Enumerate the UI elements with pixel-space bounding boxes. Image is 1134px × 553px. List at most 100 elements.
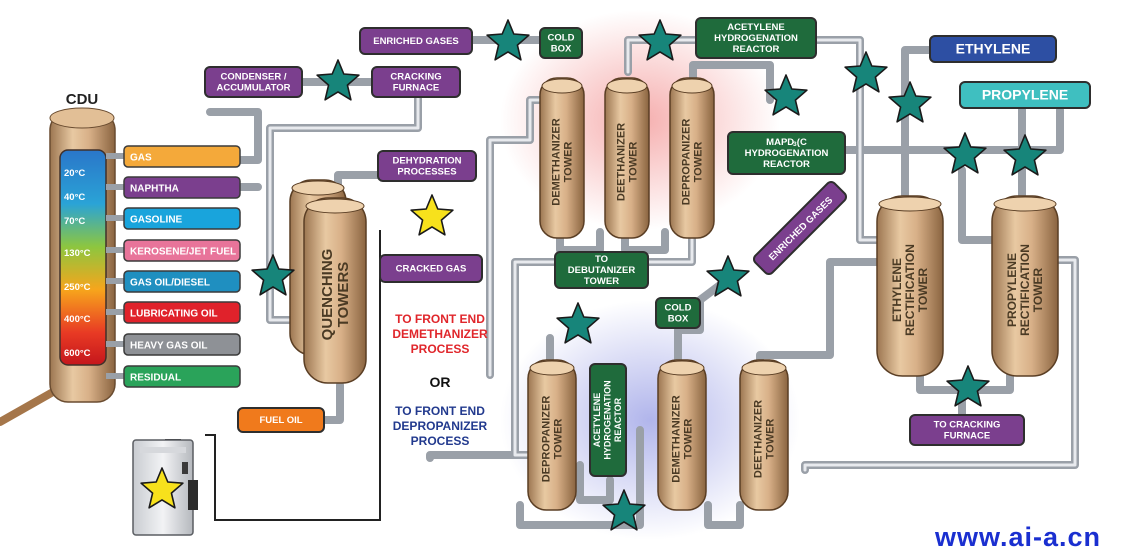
cdu-temp-2: 70°C bbox=[64, 216, 85, 227]
analyzer-star-12 bbox=[946, 365, 990, 407]
cold-box-top-text-1: BOX bbox=[551, 44, 572, 55]
cold-box-top-text-0: COLD bbox=[548, 33, 575, 44]
cracked-gas-box: CRACKED GAS bbox=[379, 254, 483, 283]
acetylene-reactor-top-box-text-2: REACTOR bbox=[733, 44, 780, 55]
cdu-product-box bbox=[123, 145, 241, 168]
towers: QUENCHINGTOWERSQUENCHINGTOWERSDEMETHANIZ… bbox=[289, 77, 1059, 511]
acetylene-reactor-top-box-text-1: HYDROGENATION bbox=[714, 33, 798, 44]
enriched-gases-top-box: ENRICHED GASES bbox=[359, 27, 473, 55]
cdu-product-box bbox=[123, 270, 241, 293]
cdu-product-box bbox=[123, 176, 241, 199]
ethylene-product-box: ETHYLENE bbox=[929, 35, 1057, 63]
analyzer-star-11 bbox=[602, 489, 646, 531]
route-depropanizer-line1: TO FRONT END bbox=[395, 404, 485, 418]
analyzer-device-star bbox=[140, 467, 184, 509]
depropanizer-tower-top-label-1: TOWER bbox=[693, 142, 705, 183]
depropanizer-tower-bottom-label-0: DEPROPANIZER bbox=[541, 396, 553, 483]
cdu-product-label: GAS OIL/DIESEL bbox=[130, 278, 210, 289]
condenser-accumulator-box-text-0: CONDENSER / bbox=[221, 72, 287, 83]
demethanizer-tower-top-label-1: TOWER bbox=[563, 142, 575, 183]
cdu-product-label: HEAVY GAS OIL bbox=[130, 341, 207, 352]
mapd-reactor-box-text-0: MAPD (C bbox=[766, 137, 807, 148]
depropanizer-tower-top-label-0: DEPROPANIZER bbox=[681, 119, 693, 206]
to-debutanizer-box-text-0: TO bbox=[595, 254, 608, 265]
front-end-routes: TO FRONT END DEMETHANIZER PROCESS OR TO … bbox=[392, 312, 488, 448]
cracking-furnace-box-text-1: FURNACE bbox=[393, 83, 439, 94]
route-depropanizer-line3: PROCESS bbox=[411, 434, 470, 448]
enriched-gases-top-box-text-0: ENRICHED GASES bbox=[373, 36, 459, 47]
cdu-product-label: RESIDUAL bbox=[130, 373, 181, 384]
acetylene-reactor-vertical-text-0: ACETYLENE bbox=[592, 393, 602, 448]
ethylene-product-box-text-0: ETHYLENE bbox=[956, 41, 1031, 57]
analyzer-star-1 bbox=[486, 19, 530, 61]
analyzer-star-2 bbox=[638, 19, 682, 61]
dehydration-processes-box-text-0: DEHYDRATION bbox=[393, 156, 462, 167]
cracked-gas-box-text-0: CRACKED GAS bbox=[396, 264, 467, 275]
acetylene-reactor-vertical-text-2: REACTOR bbox=[613, 397, 623, 442]
cold-box-bottom-text-1: BOX bbox=[668, 314, 689, 325]
deethanizer-tower-bottom-label-0: DEETHANIZER bbox=[753, 400, 765, 478]
cdu-product-box bbox=[123, 239, 241, 262]
cdu-product-box bbox=[123, 207, 241, 230]
ethylene-rectification-tower-label-2: TOWER bbox=[916, 267, 930, 312]
cdu-product-label: LUBRICATING OIL bbox=[130, 309, 218, 320]
fuel-oil-box: FUEL OIL bbox=[237, 407, 325, 433]
acetylene-reactor-top-box-text-0: ACETYLENE bbox=[727, 22, 785, 33]
mapd-reactor-box-text-2: REACTOR bbox=[763, 159, 810, 170]
propylene-rectification-tower-label-0: PROPYLENE bbox=[1005, 253, 1019, 327]
route-depropanizer-line2: DEPROPANIZER bbox=[393, 419, 488, 433]
to-cracking-furnace-box-text-0: TO CRACKING bbox=[934, 420, 1001, 431]
cdu-temp-4: 250°C bbox=[64, 282, 91, 293]
demethanizer-tower-bottom-label-0: DEMETHANIZER bbox=[671, 395, 683, 482]
analyzer-star-7 bbox=[1003, 134, 1047, 176]
to-debutanizer-box-text-2: TOWER bbox=[584, 276, 619, 287]
quenching-tower-label-0: QUENCHING bbox=[319, 249, 336, 341]
ethylene-rectification-tower-label-1: RECTIFICATION bbox=[903, 244, 917, 336]
cracking-furnace-box-text-0: CRACKING bbox=[390, 72, 441, 83]
ethylene-rectification-tower-label-0: ETHYLENE bbox=[890, 258, 904, 322]
cold-box-bottom-text-0: COLD bbox=[665, 303, 692, 314]
cdu-temp-0: 20°C bbox=[64, 168, 85, 179]
cdu-title: CDU bbox=[66, 91, 99, 108]
enriched-gases-diag-text: ENRICHED GASES bbox=[767, 195, 835, 263]
demethanizer-tower-top-label-0: DEMETHANIZER bbox=[551, 118, 563, 205]
cdu-temp-5: 400°C bbox=[64, 314, 91, 325]
route-demethanizer-line2: DEMETHANIZER bbox=[392, 327, 488, 341]
mapd-subscript: 3 bbox=[793, 141, 797, 148]
analyzer-star-3 bbox=[764, 74, 808, 116]
route-demethanizer-line1: TO FRONT END bbox=[395, 312, 485, 326]
dehydration-processes-box-text-1: PROCESSES bbox=[397, 167, 456, 178]
analyzer-star-8 bbox=[251, 254, 295, 296]
cdu-temp-3: 130°C bbox=[64, 248, 91, 259]
cdu-product-label: GAS bbox=[130, 153, 152, 164]
deethanizer-tower-bottom-label-1: TOWER bbox=[765, 419, 777, 460]
cdu-product-label: KEROSENE/JET FUEL bbox=[130, 247, 236, 258]
cdu-product-box bbox=[123, 333, 241, 356]
route-or: OR bbox=[430, 374, 451, 390]
condenser-accumulator-box: CONDENSER /ACCUMULATOR bbox=[204, 66, 303, 98]
cdu-product-box bbox=[123, 365, 241, 388]
propylene-product-box-text-0: PROPYLENE bbox=[982, 87, 1068, 103]
pipe-network bbox=[0, 36, 1079, 529]
fuel-oil-box-text-0: FUEL OIL bbox=[259, 415, 302, 426]
deethanizer-tower-top-label-1: TOWER bbox=[628, 142, 640, 183]
cdu-product-label: GASOLINE bbox=[130, 215, 183, 226]
to-debutanizer-box-text-1: DEBUTANIZER bbox=[568, 265, 636, 276]
propylene-rectification-tower-label-2: TOWER bbox=[1031, 267, 1045, 312]
